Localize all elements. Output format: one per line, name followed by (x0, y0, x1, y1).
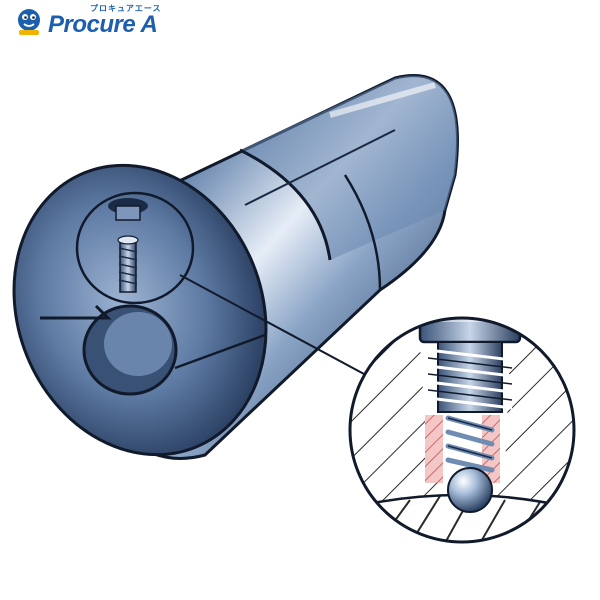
magnifier-ring (75, 191, 195, 305)
detail-cross-section (348, 316, 576, 544)
mascot-icon (18, 9, 40, 35)
procure-a-logo: プロキュアエース Procure A (14, 4, 161, 38)
brand-name: Procure A (48, 11, 158, 38)
brand-kana: プロキュアエース (90, 4, 162, 13)
detent-ball (447, 467, 493, 513)
